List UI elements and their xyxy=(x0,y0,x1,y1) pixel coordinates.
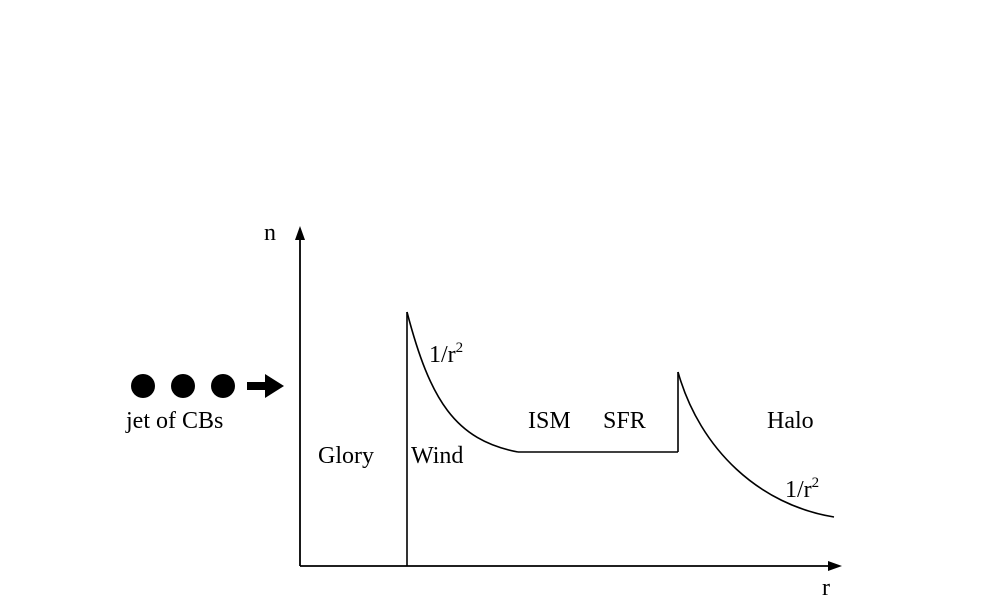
axes: n r xyxy=(264,220,842,596)
y-axis-arrowhead xyxy=(295,226,305,240)
halo-decay-curve xyxy=(677,371,835,518)
jet-label: jet of CBs xyxy=(125,408,223,434)
profile-labels: 1/r2 1/r2 xyxy=(429,340,819,503)
jet-arrow-icon xyxy=(247,374,284,398)
x-axis-arrowhead xyxy=(828,561,842,571)
wind-decay-curve xyxy=(406,311,519,453)
y-axis-label: n xyxy=(264,220,276,246)
x-axis-label: r xyxy=(822,575,830,596)
region-sfr: SFR xyxy=(603,408,646,434)
region-wind: Wind xyxy=(411,443,463,469)
halo-profile-exponent: 2 xyxy=(812,475,820,491)
cannonball xyxy=(171,374,195,398)
region-labels: Glory Wind ISM SFR Halo xyxy=(318,408,814,469)
halo-profile-base: 1/r xyxy=(785,477,812,503)
region-halo: Halo xyxy=(767,408,814,434)
wind-profile-label: 1/r2 xyxy=(429,340,463,368)
jet: jet of CBs xyxy=(125,374,284,434)
wind-profile-exponent: 2 xyxy=(456,340,464,356)
region-glory: Glory xyxy=(318,443,374,469)
cannonball xyxy=(131,374,155,398)
cannonball xyxy=(211,374,235,398)
wind-profile-base: 1/r xyxy=(429,342,456,368)
halo-profile-label: 1/r2 xyxy=(785,475,819,503)
region-ism: ISM xyxy=(528,408,571,434)
density-profile xyxy=(406,311,835,566)
